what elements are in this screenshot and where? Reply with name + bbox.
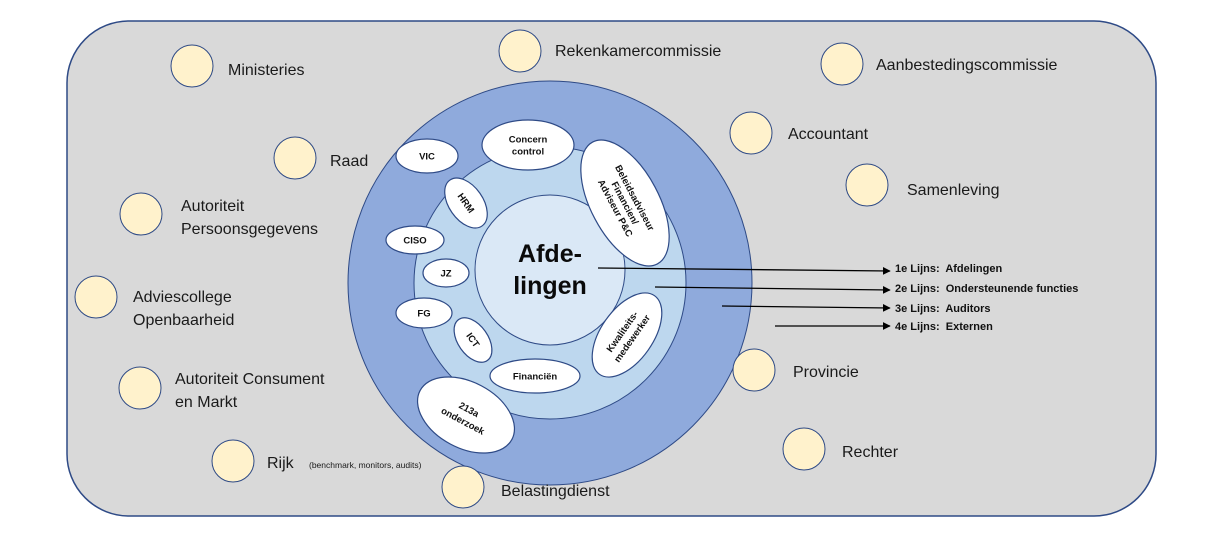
stakeholder-note: (benchmark, monitors, audits) [309,460,422,470]
stakeholder-bubble [782,427,826,471]
legend-item-3: 3e Lijns: Auditors [895,303,991,315]
unit-label: FG [417,308,430,319]
unit-shape [395,297,453,329]
stakeholder-samenleving: Samenleving [845,163,1000,207]
arrow-line-3 [721,304,891,312]
unit-hrm: HRM [444,177,488,229]
legend-item-1: 1e Lijns: Afdelingen [895,263,1002,275]
stakeholder-bubble [732,348,776,392]
unit-shape [444,177,488,229]
unit-jz: JZ [422,258,470,288]
unit-label: CISO [403,235,426,246]
stakeholder-label: Persoonsgegevens [181,221,318,238]
stakeholder-autoriteit-consument-markt: Autoriteit Consument en Markt [118,366,325,411]
stakeholder-bubble [211,439,255,483]
arrow-line-2 [654,286,891,294]
lines-legend: 1e Lijns: Afdelingen 2e Lijns: Ondersteun… [895,263,1078,333]
unit-ciso: CISO [385,225,445,255]
line-arrows [597,267,891,330]
stakeholder-label: Accountant [788,126,869,143]
unit-shape [489,358,581,394]
unit-label: VIC [419,151,435,162]
stakeholder-bubble [498,29,542,73]
external-stakeholders: Ministeries RekenkamercommissieAanbestedi… [74,29,1058,509]
unit-shape [395,138,459,174]
unit-financien: Financiën [489,358,581,394]
stakeholder-rekenkamercommissie: Rekenkamercommissie [498,29,721,73]
unit-shape [591,292,663,378]
stakeholder-label: Autoriteit Consument [175,371,325,388]
unit-kwaliteit: Kwaliteits-medewerker [591,292,663,378]
unit-shape [422,258,470,288]
stakeholder-label: Belastingdienst [501,483,610,500]
stakeholder-bubble [119,192,163,236]
legend-item-2: 2e Lijns: Ondersteunende functies [895,283,1078,295]
stakeholder-bubble [118,366,162,410]
stakeholder-provincie: Provincie [732,348,859,392]
stakeholder-rechter: Rechter [782,427,899,471]
unit-shape [416,376,516,454]
unit-shape [385,225,445,255]
unit-label: JZ [440,268,451,279]
support-units: ConcerncontrolVICHRMCISOJZFGICTFinanciën… [385,119,670,454]
core-label-line1: Afde- [518,240,582,268]
stakeholder-bubble [820,42,864,86]
stakeholder-ministeries: Ministeries [170,44,304,88]
stakeholder-bubble [729,111,773,155]
unit-shape [481,119,575,171]
unit-fg: FG [395,297,453,329]
stakeholder-raad: Raad [273,136,368,180]
stakeholder-label: Rekenkamercommissie [555,43,721,60]
stakeholder-label: Samenleving [907,182,1000,199]
stakeholder-bubble [845,163,889,207]
stakeholder-label: Openbaarheid [133,312,234,329]
unit-shape [453,317,493,363]
unit-label: Financiën [513,371,558,382]
unit-shape [580,139,670,267]
stakeholder-aanbestedingscommissie: Aanbestedingscommissie [820,42,1058,86]
stakeholder-label: en Markt [175,394,238,411]
unit-vic: VIC [395,138,459,174]
stakeholder-bubble [273,136,317,180]
stakeholder-bubble [74,275,118,319]
stakeholder-label: Raad [330,153,368,170]
stakeholder-bubble [441,465,485,509]
stakeholder-label: Ministeries [228,62,304,79]
stakeholder-label: Aanbestedingscommissie [876,57,1058,74]
core-afdelingen [474,194,626,346]
core-label-line2: lingen [513,272,587,300]
unit-label: Concern [509,134,548,145]
stakeholder-belastingdienst: Belastingdienst [441,465,610,509]
stakeholder-label: Provincie [793,364,859,381]
stakeholder-label: Autoriteit [181,198,245,215]
stakeholder-rijk: Rijk (benchmark, monitors, audits) [211,439,422,483]
stakeholder-label: Adviescollege [133,289,232,306]
stakeholder-label: Rechter [842,444,899,461]
arrow-line-1 [597,267,891,275]
stakeholder-label: Rijk [267,455,295,472]
legend-item-4: 4e Lijns: Externen [895,321,993,333]
unit-ict: ICT [453,317,493,363]
unit-label: control [512,146,544,157]
stakeholder-bubble [170,44,214,88]
stakeholder-accountant: Accountant [729,111,869,155]
